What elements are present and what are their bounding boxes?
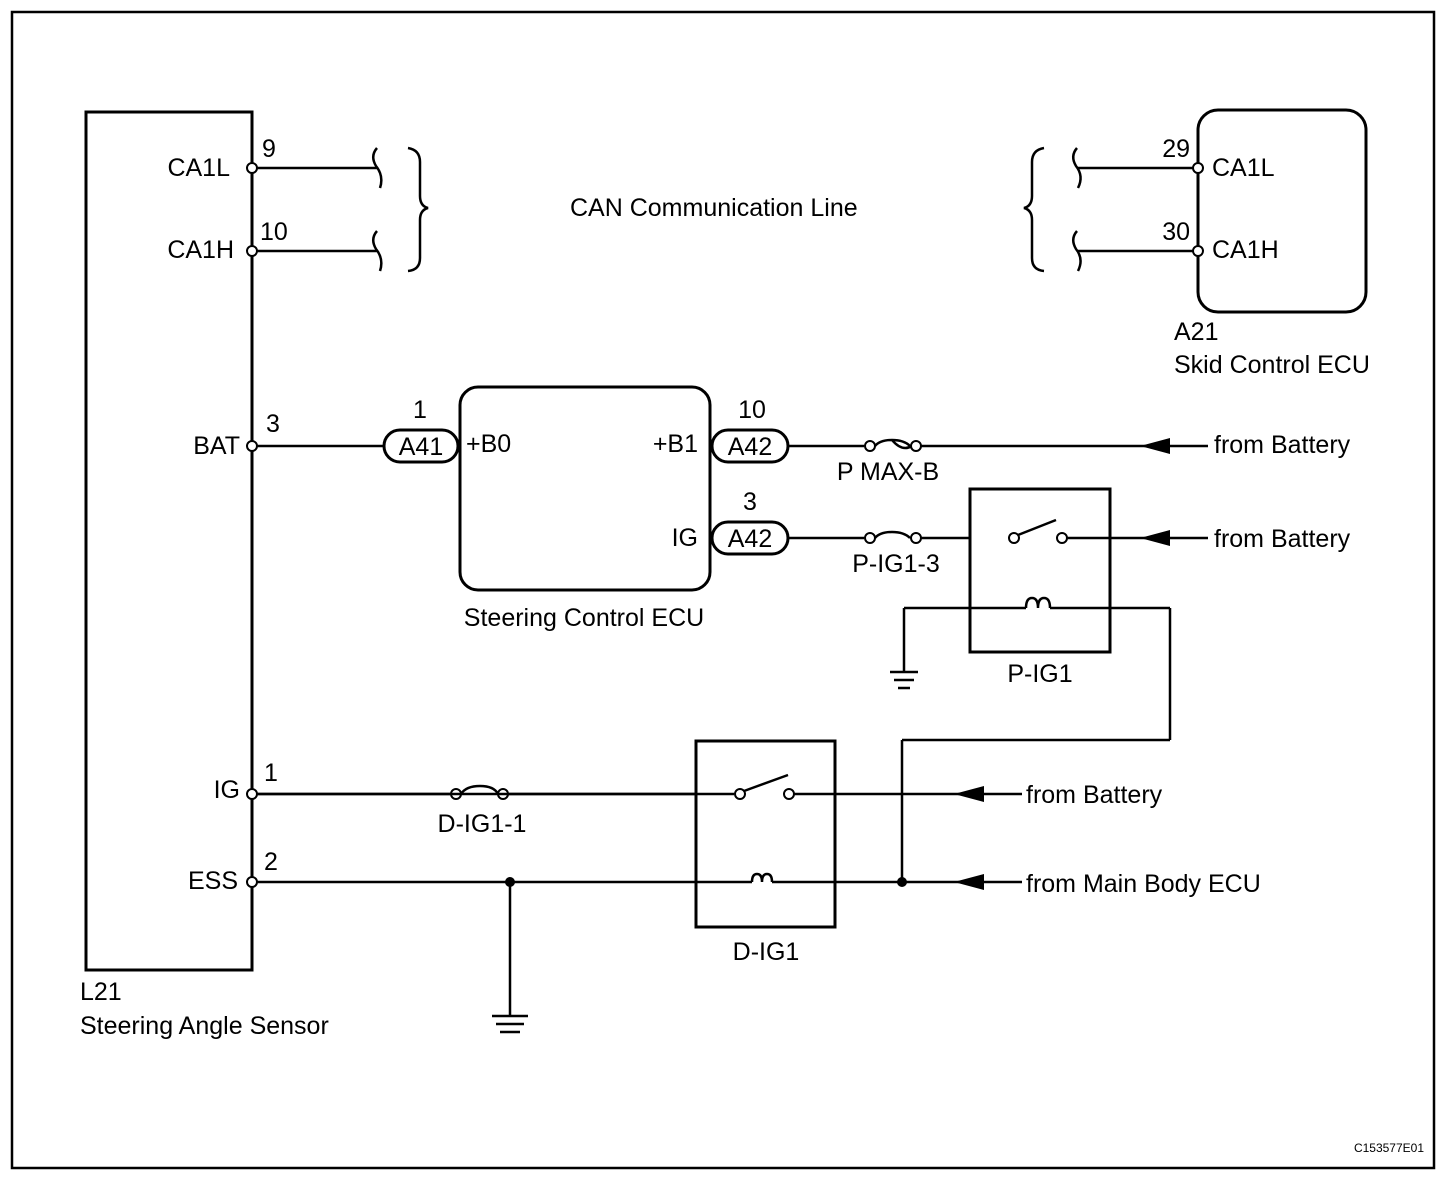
- sensor-pin-ca1h-number: 10: [260, 218, 288, 246]
- fuse-p-max-b-label: P MAX-B: [837, 458, 939, 486]
- steering-angle-sensor-box: [84, 110, 254, 972]
- relay-p-ig1-switch: [1008, 518, 1208, 546]
- wire-ess: [252, 872, 1022, 1034]
- connector-a41-pin-number: 1: [413, 396, 427, 424]
- sensor-pin-terminals: [246, 162, 1204, 888]
- sensor-pin-ess-label: ESS: [188, 867, 238, 895]
- skid-control-ecu-box: [1196, 108, 1368, 314]
- connector-a41: [382, 428, 460, 464]
- wire-sensor-ig: [252, 784, 734, 800]
- can-line-right: [1023, 146, 1198, 273]
- fuse-p-ig1-3-label: P-IG1-3: [852, 550, 940, 578]
- source-battery-2: from Battery: [1214, 525, 1351, 553]
- relay-p-ig1-label: P-IG1: [1007, 660, 1072, 688]
- relay-d-ig1-label: D-IG1: [733, 938, 800, 966]
- can-communication-line-label: CAN Communication Line: [570, 194, 858, 222]
- wire-b1: [788, 438, 1208, 454]
- ecu-pin-b0-label: +B0: [466, 430, 511, 458]
- source-battery-1: from Battery: [1214, 431, 1351, 459]
- skid-pin-ca1h-number: 30: [1162, 218, 1190, 246]
- skid-pin-ca1l-label: CA1L: [1212, 154, 1275, 182]
- sensor-pin-ig-label: IG: [214, 776, 240, 804]
- sensor-pin-ca1h-label: CA1H: [167, 236, 234, 264]
- steering-control-ecu-name: Steering Control ECU: [464, 604, 704, 632]
- relay-p-ig1-coil: [890, 596, 1172, 882]
- sensor-pin-ig-number: 1: [264, 759, 278, 787]
- ecu-pin-b1-label: +B1: [653, 430, 698, 458]
- connector-a41-label: A41: [399, 433, 443, 461]
- sensor-code: L21: [80, 978, 122, 1006]
- skid-control-ecu-name: Skid Control ECU: [1174, 351, 1370, 379]
- connector-a42-ig-pin-number: 3: [743, 488, 757, 516]
- relay-d-ig1-switch: [252, 773, 1022, 802]
- skid-pin-ca1l-number: 29: [1162, 135, 1190, 163]
- steering-control-ecu-box: [458, 385, 712, 592]
- sensor-pin-bat-number: 3: [266, 410, 280, 438]
- sensor-name: Steering Angle Sensor: [80, 1012, 329, 1040]
- sensor-pin-bat-label: BAT: [193, 432, 240, 460]
- connector-a42-ig-label: A42: [728, 525, 772, 553]
- sensor-pin-ca1l-label: CA1L: [167, 154, 230, 182]
- connector-a42-b1-label: A42: [728, 433, 772, 461]
- sensor-pin-ess-number: 2: [264, 848, 278, 876]
- figure-id: C153577E01: [1354, 1141, 1424, 1155]
- connector-a42-b1-pin-number: 10: [738, 396, 766, 424]
- relay-p-ig1-box: [968, 487, 1112, 654]
- sensor-pin-ca1l-number: 9: [262, 135, 276, 163]
- fuse-d-ig1-1-label: D-IG1-1: [438, 810, 527, 838]
- source-battery-3: from Battery: [1026, 781, 1163, 809]
- skid-pin-ca1h-label: CA1H: [1212, 236, 1279, 264]
- can-line-left: [252, 146, 429, 273]
- relay-d-ig1-box: [694, 739, 837, 929]
- ecu-pin-ig-label: IG: [672, 524, 698, 552]
- diagram-frame: [10, 10, 1436, 1170]
- source-main-body-ecu: from Main Body ECU: [1026, 870, 1261, 898]
- skid-control-ecu-code: A21: [1174, 318, 1218, 346]
